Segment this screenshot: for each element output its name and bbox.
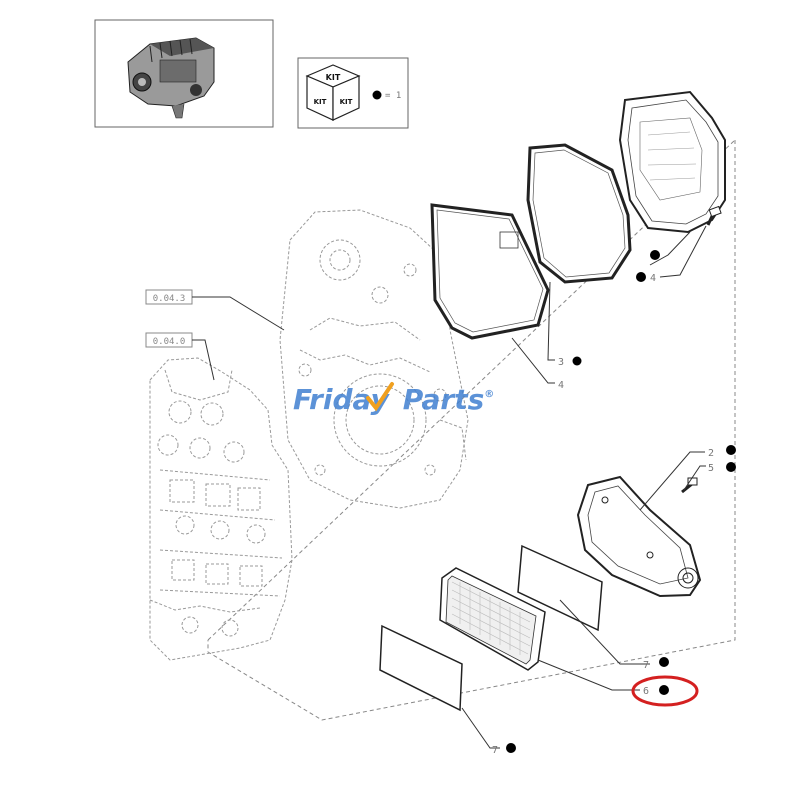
callout-6-dot — [659, 685, 669, 695]
reference-text-0-04-0: 0.04.0 — [153, 337, 186, 347]
reference-text-0-04-3: 0.04.3 — [153, 294, 186, 304]
leader-lines — [461, 225, 707, 749]
callout-6-highlight-circle — [631, 675, 699, 707]
callout-3-dot — [572, 356, 582, 366]
callout-2-dot — [726, 445, 736, 455]
callout-6[interactable]: 6 — [631, 675, 699, 707]
callout-2-number: 2 — [708, 448, 714, 459]
engine-thumbnail — [94, 19, 274, 128]
callout-4b[interactable] — [650, 250, 660, 260]
watermark-friday: Friday — [293, 383, 391, 416]
callout-6-number: 6 — [643, 686, 649, 697]
leader-line-ref-2 — [192, 339, 215, 381]
callout-7a-number: 7 — [643, 660, 649, 671]
kit-label-right: KIT — [340, 98, 353, 106]
watermark-checkmark-icon — [366, 382, 394, 412]
legend-equals-text: = 1 — [385, 91, 401, 101]
callout-7b[interactable]: 7 — [492, 743, 516, 756]
callout-4b-dot — [650, 250, 660, 260]
kit-label-left: KIT — [314, 98, 327, 106]
heat-exchanger-core-6 — [439, 567, 546, 671]
leader-line-ref-1 — [192, 296, 285, 331]
timing-cover — [618, 90, 726, 234]
gasket-7-upper — [517, 544, 603, 632]
callout-7b-dot — [506, 743, 516, 753]
engine-block-outline — [149, 357, 293, 661]
callout-5-number: 5 — [708, 463, 714, 474]
watermark-registered: ® — [484, 389, 494, 400]
kit-box-icon: KIT KIT KIT — [305, 64, 361, 121]
reference-label-0-04-0[interactable]: 0.04.0 — [145, 332, 193, 348]
legend-dot — [372, 90, 382, 100]
callout-3-number: 3 — [558, 357, 564, 368]
callout-2[interactable]: 2 — [708, 445, 736, 459]
reference-label-0-04-3[interactable]: 0.04.3 — [145, 289, 193, 305]
kit-label-top: KIT — [326, 73, 341, 82]
callout-7a[interactable]: 7 — [643, 657, 669, 671]
callout-5-top-dot — [636, 272, 646, 282]
gasket-4 — [430, 203, 550, 340]
gasket-3 — [526, 143, 632, 284]
kit-legend: KIT KIT KIT = 1 — [297, 57, 409, 129]
callout-3[interactable]: 3 — [558, 356, 582, 369]
callout-4b-number: 4 — [650, 273, 656, 284]
callout-5[interactable]: 5 — [708, 462, 736, 474]
engine-icon — [127, 37, 215, 119]
callout-5-top[interactable]: 4 — [636, 272, 656, 284]
callout-5-dot — [726, 462, 736, 472]
callout-4a[interactable]: 4 — [558, 380, 564, 391]
watermark-parts: Parts — [403, 383, 484, 416]
oil-filter-housing — [576, 475, 702, 598]
callout-7b-number: 7 — [492, 745, 498, 756]
gasket-7-lower — [379, 624, 463, 712]
bolt-5-top — [706, 205, 722, 226]
callout-4a-number: 4 — [558, 380, 564, 391]
watermark-logo: Friday Parts® — [293, 382, 494, 416]
callout-7a-dot — [659, 657, 669, 667]
flywheel-housing-outline — [279, 209, 469, 509]
